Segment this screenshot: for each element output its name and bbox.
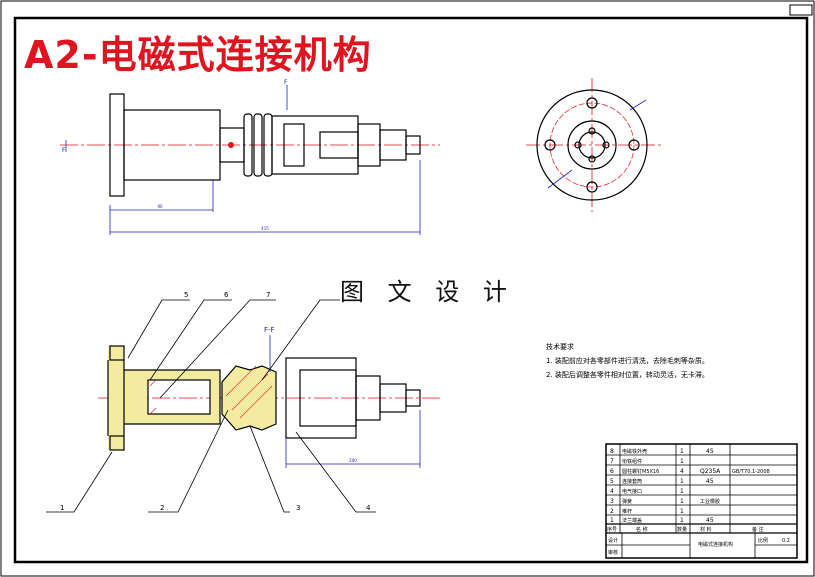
leaders — [46, 299, 376, 513]
side-core-circle — [578, 131, 606, 159]
bom-header-qty: 数量 — [677, 526, 687, 533]
bom-row-no: 6 — [610, 468, 614, 475]
bom-header-name: 名 称 — [636, 526, 648, 533]
side-pin-2 — [588, 155, 596, 163]
top-hole — [228, 142, 234, 148]
bom-row-material: 45 — [706, 517, 714, 524]
section-title: F-F — [264, 326, 275, 334]
top-spring-1 — [243, 113, 253, 177]
bom-row-qty: 1 — [680, 498, 684, 505]
callout-3: 3 — [296, 504, 300, 512]
side-outer-circle — [536, 89, 648, 201]
bom-drawing-title: 电磁式连接机构 — [698, 541, 733, 548]
side-inner-circle — [567, 120, 617, 170]
side-pin-3 — [574, 141, 582, 149]
bom-row-material: Q235A — [700, 468, 721, 475]
top-tail-end — [405, 135, 421, 155]
callout-7: 7 — [266, 291, 270, 299]
bom-row-qty: 1 — [680, 458, 684, 465]
side-bolt-2 — [586, 181, 598, 193]
section-fill-head — [222, 366, 276, 430]
corner-mark — [789, 4, 813, 16]
side-view — [526, 78, 662, 212]
section-body — [107, 360, 221, 436]
dim-bottom-right: 200 — [349, 458, 357, 463]
bom-row-name: 衔铁组件 — [622, 458, 642, 465]
bom-row-qty: 4 — [680, 468, 684, 475]
bom-row-no: 1 — [610, 517, 614, 524]
section-flange-bottom — [109, 435, 125, 451]
top-head-slot — [283, 123, 305, 167]
bom-row-name: 电气接口 — [622, 488, 642, 495]
section-mark-left: F — [62, 147, 66, 154]
bom-row-qty: 1 — [680, 448, 684, 455]
bom-row-no: 3 — [610, 498, 614, 505]
bom-scale-value: 0.2 — [782, 538, 790, 544]
tech-requirements: 技术要求 1. 装配前应对各零部件进行清洗，去除毛刺等杂质。 2. 装配后调整各… — [546, 340, 709, 382]
bom-row-no: 7 — [610, 458, 614, 465]
top-spring-2 — [253, 113, 263, 177]
side-bolt-circle — [549, 102, 635, 188]
top-dims — [65, 85, 421, 235]
bom-row-qty: 1 — [680, 508, 684, 515]
dim-top-long: 415 — [261, 226, 269, 231]
drawing-title: A2-电磁式连接机构 — [24, 33, 372, 77]
top-view — [60, 93, 440, 197]
bom-row-note: GB/T70.1-2008 — [732, 469, 770, 475]
side-bolt-1 — [586, 97, 598, 109]
bom-row-no: 5 — [610, 478, 614, 485]
bom-row-name: 连接套筒 — [622, 478, 642, 485]
section-flange-top — [109, 345, 125, 361]
bom-header-note: 备 注 — [752, 526, 764, 533]
callout-2: 2 — [160, 504, 164, 512]
bottom-dims — [285, 410, 421, 468]
callout-4: 4 — [366, 504, 371, 512]
side-pin-1 — [588, 127, 596, 135]
section-cavity — [147, 379, 211, 415]
bom-row-no: 4 — [610, 488, 614, 495]
bom-header-material: 材 料 — [700, 526, 712, 533]
inner-frame — [13, 16, 809, 564]
bom-scale-label: 比例 — [758, 537, 768, 544]
callout-6: 6 — [224, 291, 229, 299]
bom-row-name: 法兰端盖 — [622, 517, 642, 524]
tech-item: 2. 装配后调整各零件相对位置，转动灵活，无卡滞。 — [546, 371, 709, 379]
tech-heading: 技术要求 — [546, 343, 574, 351]
side-bolt-3 — [544, 139, 556, 151]
bom-row-name: 电磁铁外壳 — [622, 448, 647, 455]
bom-check-label: 审核 — [608, 549, 618, 556]
bom-row-name: 圆柱螺钉M5X16 — [622, 468, 659, 475]
section-head — [221, 365, 277, 431]
bom-design-label: 设计 — [608, 537, 618, 544]
bom-row-name: 推杆 — [622, 508, 632, 515]
callout-1: 1 — [60, 504, 64, 512]
bom-row-material: 45 — [706, 448, 714, 455]
section-mark-top: F — [284, 79, 288, 86]
bom-header-no: 序号 — [607, 526, 617, 533]
watermark: 图 文 设 计 — [340, 272, 515, 307]
bom-text: 8 电磁铁外壳 1 45 7 衔铁组件 1 6 圆柱螺钉M5X16 4 Q235… — [607, 448, 790, 556]
section-view — [98, 335, 442, 451]
bom-row-no: 8 — [610, 448, 614, 455]
callout-5: 5 — [184, 291, 188, 299]
dim-top-short: 90 — [157, 204, 163, 209]
bom-row-qty: 1 — [680, 488, 684, 495]
bom-row-qty: 1 — [680, 478, 684, 485]
bom-row-material: 工业橡胶 — [700, 498, 720, 505]
side-bolt-4 — [628, 139, 640, 151]
bom-row-name: 弹簧 — [622, 498, 632, 505]
section-tail-end — [405, 389, 421, 407]
bom-row-no: 2 — [610, 508, 614, 515]
side-pin-4 — [602, 141, 610, 149]
tech-item: 1. 装配前应对各零部件进行清洗，去除毛刺等杂质。 — [546, 357, 709, 365]
bom-row-qty: 1 — [680, 517, 684, 524]
bom-row-material: 45 — [706, 478, 714, 485]
bom-table — [605, 443, 798, 559]
